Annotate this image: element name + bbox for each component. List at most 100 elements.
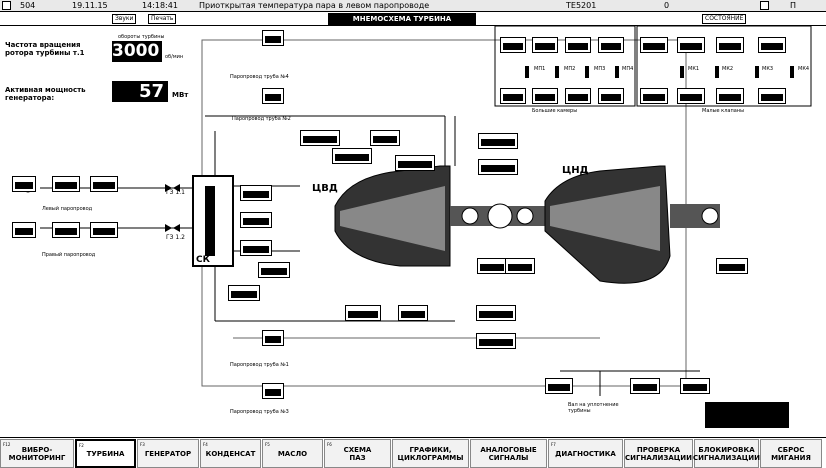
event-station: TE5201	[566, 1, 597, 10]
nav-button-7[interactable]: ГРАФИКИ, ЦИКЛОГРАММЫ	[392, 439, 469, 468]
readout-hp-1	[300, 130, 340, 146]
readout-hp-2	[332, 148, 372, 164]
small-valve-readout-2	[677, 37, 705, 53]
valve-label-mk3: МК3	[762, 66, 774, 72]
valve-label-mk4: МК4	[798, 66, 810, 72]
readout-hp-4	[395, 155, 435, 171]
nav-hotkey: F12	[3, 442, 11, 447]
mute-button[interactable]: Звуки	[112, 14, 137, 24]
top-status-bar: 504 19.11.15 14:18:41 Приоткрытая темпер…	[0, 0, 826, 12]
valve-label-mk1: МК1	[688, 66, 700, 72]
small-valve-readout-4	[758, 37, 786, 53]
readout-sk-1	[240, 185, 272, 201]
readout-left-3	[90, 176, 118, 192]
nav-button-12[interactable]: СБРОС МИГАНИЯ	[760, 439, 822, 468]
readout-mid-1	[478, 133, 518, 149]
shaft-seal-label: Вал на уплотнение турбины	[568, 402, 619, 414]
readout-hp-6	[398, 305, 428, 321]
gz2-label: ГЗ 1.2	[166, 234, 185, 241]
print-button[interactable]: Печать	[148, 14, 177, 24]
nav-button-10[interactable]: ПРОВЕРКА СИГНАЛИЗАЦИИ	[624, 439, 693, 468]
nav-label: ВИБРО- МОНИТОРИНГ	[8, 445, 66, 462]
small-valve-readout-3	[716, 37, 744, 53]
big-chambers-label: Большие камеры	[532, 108, 578, 114]
big-chamber-readout-8	[598, 88, 624, 104]
event-counter: 0	[664, 1, 670, 10]
readout-seal-3	[680, 378, 710, 394]
pipe-2-label: Паропровод труба №2	[232, 116, 291, 122]
nav-hotkey: F3	[140, 442, 145, 447]
nav-label: СБРОС МИГАНИЯ	[771, 445, 811, 462]
readout-mid-3	[477, 258, 507, 274]
nav-hotkey: F2	[79, 443, 84, 448]
ack-checkbox[interactable]	[760, 1, 769, 10]
rotor-speed-unit: об/мин	[165, 54, 184, 60]
valve-label-mp1: МП1	[534, 66, 546, 72]
readout-seal-1	[545, 378, 573, 394]
readout-mid-4	[505, 258, 535, 274]
big-chamber-readout-3	[565, 37, 591, 53]
power-label: Активная мощность генератора:	[5, 86, 86, 102]
event-date: 19.11.15	[72, 1, 108, 10]
small-valves-label: Малые клапаны	[702, 108, 745, 114]
readout-sk-2	[240, 212, 272, 228]
big-chamber-readout-5	[500, 88, 526, 104]
rotor-speed-caption: обороты турбины	[118, 34, 165, 40]
readout-pipe4	[262, 30, 284, 46]
power-value: 57	[112, 81, 168, 102]
big-chamber-readout-7	[565, 88, 591, 104]
state-button[interactable]: СОСТОЯНИЕ	[702, 14, 747, 24]
valve-label-mp4: МП4	[622, 66, 634, 72]
pipe-1-label: Паропровод труба №1	[230, 362, 289, 368]
power-unit: МВт	[172, 91, 189, 99]
alarm-panel	[705, 402, 789, 428]
event-id: 504	[20, 1, 36, 10]
readout-right-3	[90, 222, 118, 238]
view-title: МНЕМОСХЕМА ТУРБИНА	[328, 13, 476, 25]
nav-label: БЛОКИРОВКА СИГНАЛИЗАЦИИ	[693, 445, 761, 462]
readout-lp-1	[716, 258, 748, 274]
readout-right-1	[12, 222, 36, 238]
right-steam-label: Правый паропровод	[42, 252, 96, 258]
rotor-speed-value: 3000	[112, 41, 162, 62]
nav-hotkey: F7	[551, 442, 556, 447]
stop-valve-label: СК	[196, 255, 210, 265]
valve-label-mk2: МК2	[722, 66, 734, 72]
nav-hotkey: F6	[327, 442, 332, 447]
readout-left-1	[12, 176, 36, 192]
nav-button-8[interactable]: АНАЛОГОВЫЕ СИГНАЛЫ	[470, 439, 547, 468]
readout-hp-3	[370, 130, 400, 146]
small-valve-readout-6	[677, 88, 705, 104]
readout-mid-6	[476, 333, 516, 349]
readout-mid-2	[478, 159, 518, 175]
nav-label: ТУРБИНА	[86, 449, 125, 458]
lp-cylinder-label: ЦНД	[562, 165, 589, 176]
readout-pipe3	[262, 383, 284, 399]
readout-left-2	[52, 176, 80, 192]
nav-label: МАСЛО	[277, 449, 308, 458]
nav-label: ГЕНЕРАТОР	[144, 449, 192, 458]
big-chamber-readout-4	[598, 37, 624, 53]
small-valve-readout-5	[640, 88, 668, 104]
hp-cylinder-label: ЦВД	[312, 183, 338, 194]
nav-label: ДИАГНОСТИКА	[555, 449, 616, 458]
nav-label: СХЕМА ПАЗ	[343, 445, 372, 462]
valve-label-mp2: МП2	[564, 66, 576, 72]
pipe-3-label: Паропровод труба №3	[230, 409, 289, 415]
rotor-speed-label: Частота вращения ротора турбины т.1	[5, 41, 85, 57]
readout-seal-2	[630, 378, 660, 394]
big-chamber-readout-6	[532, 88, 558, 104]
nav-button-11[interactable]: БЛОКИРОВКА СИГНАЛИЗАЦИИ	[693, 439, 761, 468]
readout-pipe2	[262, 88, 284, 104]
small-valve-readout-1	[640, 37, 668, 53]
readout-sk-4	[258, 262, 290, 278]
nav-label: ГРАФИКИ, ЦИКЛОГРАММЫ	[397, 445, 464, 462]
